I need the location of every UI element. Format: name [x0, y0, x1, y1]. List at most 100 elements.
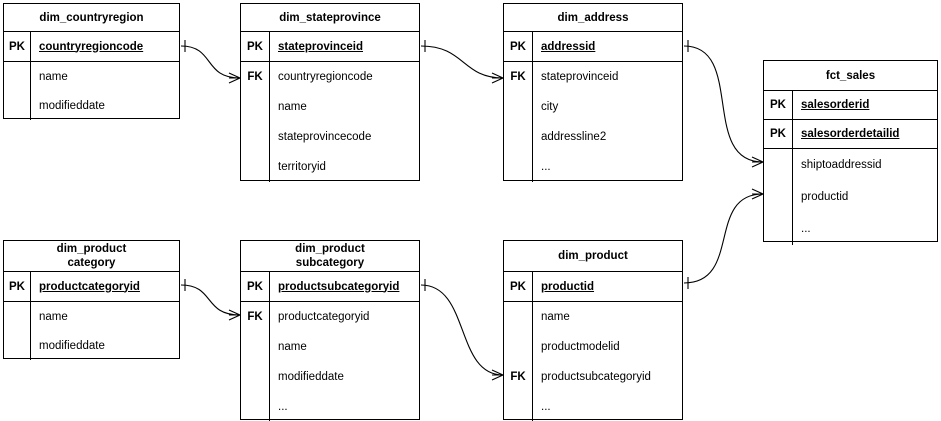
relationship-line: [683, 193, 764, 284]
key-badge-empty: [241, 122, 269, 152]
attribute-name: addressline2: [532, 122, 682, 152]
key-badge-pk: PK: [510, 280, 526, 293]
attribute-row[interactable]: ...: [764, 213, 937, 245]
attribute-row[interactable]: territoryid: [241, 152, 419, 182]
entity-title: dim_countryregion: [4, 4, 179, 32]
relationship-product-to-fctsales[interactable]: [683, 188, 764, 289]
relationship-address-to-fctsales[interactable]: [683, 40, 764, 168]
attribute-group: PK stateprovinceid: [241, 32, 419, 62]
cardinality-many-marker: [751, 188, 764, 200]
attribute-row[interactable]: PK countryregioncode: [4, 32, 179, 61]
attribute-name: ...: [269, 392, 419, 421]
key-badge-pk: PK: [247, 40, 263, 53]
attribute-row[interactable]: shiptoaddressid: [764, 149, 937, 181]
key-badge-pk: PK: [770, 128, 786, 140]
attribute-name: shiptoaddressid: [792, 149, 937, 181]
attribute-name: productmodelid: [532, 332, 682, 362]
attribute-row[interactable]: ...: [504, 392, 682, 421]
key-badge-empty: [504, 92, 532, 122]
attribute-group: PK countryregioncode: [4, 32, 179, 62]
attribute-row[interactable]: PK productid: [504, 272, 682, 301]
attribute-row[interactable]: PK stateprovinceid: [241, 32, 419, 61]
entity-title: dim_product subcategory: [241, 241, 419, 272]
relationship-countryregion-to-stateprovince[interactable]: [180, 40, 241, 84]
attribute-name: countryregioncode: [30, 32, 179, 61]
attribute-row[interactable]: name: [241, 92, 419, 122]
key-badge-pk: PK: [9, 40, 25, 53]
entity-title: dim_product: [504, 241, 682, 272]
attribute-name: productid: [792, 181, 937, 213]
attribute-row[interactable]: city: [504, 92, 682, 122]
attribute-row[interactable]: name: [241, 332, 419, 362]
cardinality-many-marker: [491, 369, 504, 381]
key-badge-fk: FK: [247, 311, 263, 323]
attribute-name: stateprovincecode: [269, 122, 419, 152]
attribute-row[interactable]: productid: [764, 181, 937, 213]
entity-title: fct_sales: [764, 61, 937, 91]
attribute-name: name: [30, 302, 179, 331]
attribute-row[interactable]: addressline2: [504, 122, 682, 152]
attribute-name: modifieddate: [30, 331, 179, 360]
attribute-name: stateprovinceid: [532, 62, 682, 92]
key-badge-empty: [4, 62, 30, 91]
attribute-row[interactable]: name: [504, 302, 682, 332]
key-badge-empty: [504, 332, 532, 362]
attribute-name: stateprovinceid: [269, 32, 419, 61]
attribute-row[interactable]: modifieddate: [4, 331, 179, 360]
key-badge-fk: FK: [247, 71, 263, 83]
attribute-name: productid: [532, 272, 682, 301]
attribute-name: name: [532, 302, 682, 332]
attribute-row[interactable]: name: [4, 302, 179, 331]
attribute-name: modifieddate: [30, 91, 179, 120]
key-badge-empty: [764, 213, 792, 245]
attribute-row[interactable]: name: [4, 62, 179, 91]
relationship-stateprovince-to-address[interactable]: [420, 40, 504, 84]
attribute-name: salesorderid: [792, 91, 937, 119]
attribute-row[interactable]: modifieddate: [241, 362, 419, 392]
key-badge-empty: [764, 181, 792, 213]
attribute-group: PK productid: [504, 272, 682, 302]
relationship-productcategory-to-subcategory[interactable]: [180, 279, 241, 321]
cardinality-many-marker: [491, 72, 504, 84]
relationship-line: [683, 45, 764, 163]
relationship-line: [420, 45, 504, 79]
attribute-row[interactable]: stateprovincecode: [241, 122, 419, 152]
relationship-subcategory-to-product[interactable]: [420, 279, 504, 381]
cardinality-many-marker: [228, 72, 241, 84]
attribute-row[interactable]: productmodelid: [504, 332, 682, 362]
relationship-line: [180, 284, 241, 316]
attribute-row[interactable]: modifieddate: [4, 91, 179, 120]
attribute-row[interactable]: ...: [241, 392, 419, 421]
key-badge-pk: PK: [247, 280, 263, 293]
attribute-name: territoryid: [269, 152, 419, 182]
cardinality-many-marker: [228, 309, 241, 321]
attribute-row[interactable]: ...: [504, 152, 682, 182]
key-badge-empty: [241, 152, 269, 182]
entity-title: dim_stateprovince: [241, 4, 419, 32]
